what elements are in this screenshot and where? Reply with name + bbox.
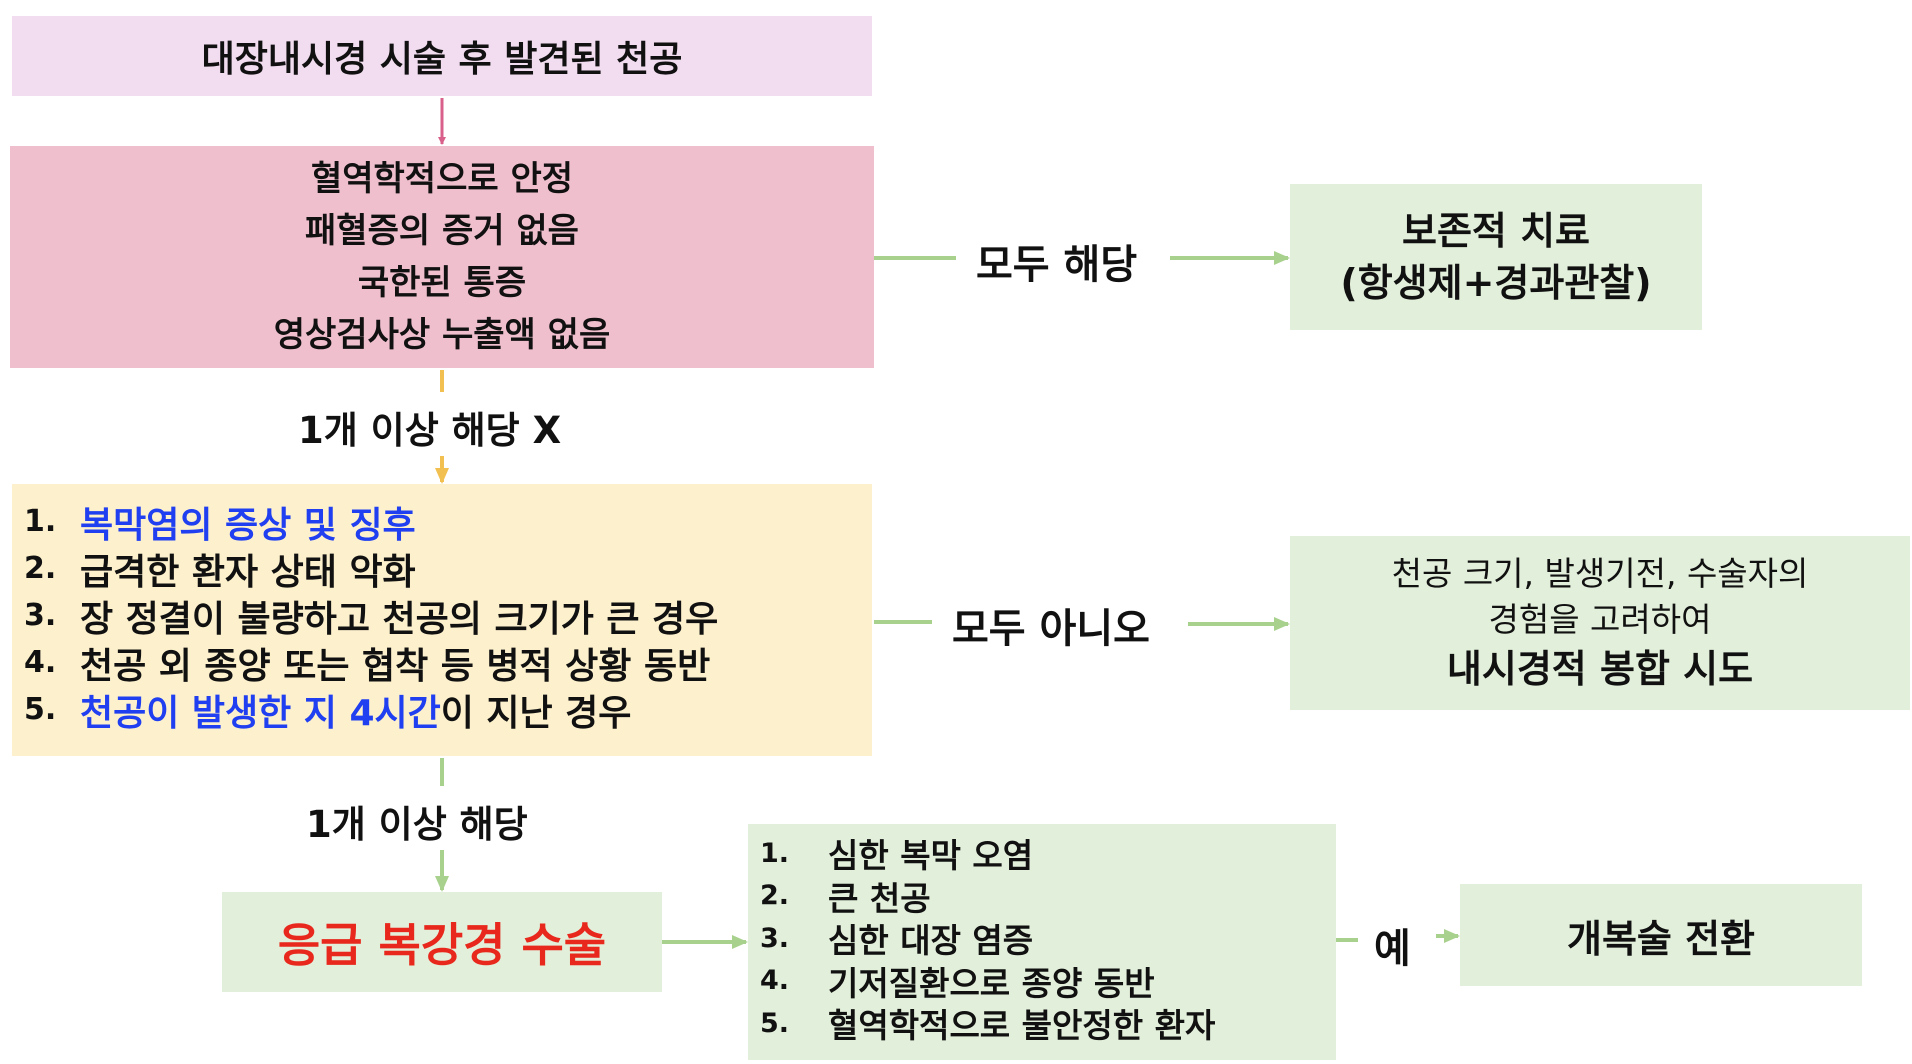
criteria-item: 3. 장 정결이 불량하고 천공의 크기가 큰 경우 [24,592,872,640]
conservative-detail: (항생제+경과관찰) [1340,261,1652,305]
stability-line: 국한된 통증 [357,263,527,303]
emergency-surgery-box: 응급 복강경 수술 [222,892,662,992]
conversion-conditions-box: 1. 심한 복막 오염 2. 큰 천공 3. 심한 대장 염증 4. 기저질환으… [748,824,1336,1060]
open-surgery-text: 개복술 전환 [1566,916,1756,961]
condition-text: 심한 복막 오염 [828,836,1034,876]
stability-criteria-box: 혈역학적으로 안정 패혈증의 증거 없음 국한된 통증 영상검사상 누출액 없음 [10,146,874,368]
criteria-text-highlight: 천공이 발생한 지 4시간 [80,692,441,734]
condition-number: 1. [760,837,790,869]
criteria-item: 2. 급격한 환자 상태 악화 [24,545,872,593]
endoscopic-line: 천공 크기, 발생기전, 수술자의 [1391,554,1809,593]
condition-item: 5. 혈역학적으로 불안정한 환자 [760,1002,1336,1045]
stability-line: 패혈증의 증거 없음 [305,211,579,251]
endoscopic-action: 내시경적 봉합 시도 [1446,647,1754,691]
condition-text: 큰 천공 [828,878,931,918]
conservative-title: 보존적 치료 [1401,209,1591,253]
criteria-item: 1. 복막염의 증상 및 징후 [24,498,872,546]
label-none: 모두 아니오 [952,606,1150,652]
endoscopic-closure-box: 천공 크기, 발생기전, 수술자의 경험을 고려하여 내시경적 봉합 시도 [1290,536,1910,710]
condition-text: 혈역학적으로 불안정한 환자 [828,1006,1216,1046]
criteria-item: 4. 천공 외 종양 또는 협착 등 병적 상황 동반 [24,639,872,687]
condition-text: 심한 대장 염증 [828,921,1034,961]
start-text: 대장내시경 시술 후 발견된 천공 [201,39,683,80]
endoscopic-line: 경험을 고려하여 [1488,600,1712,639]
condition-number: 3. [760,922,790,954]
condition-item: 2. 큰 천공 [760,875,1336,918]
label-one-or-more: 1개 이상 해당 [306,803,528,846]
stability-line: 영상검사상 누출액 없음 [273,315,611,355]
criteria-text: 급격한 환자 상태 악화 [80,551,416,593]
emergency-surgery-text: 응급 복강경 수술 [277,918,607,972]
open-surgery-box: 개복술 전환 [1460,884,1862,986]
surgery-criteria-box: 1. 복막염의 증상 및 징후 2. 급격한 환자 상태 악화 3. 장 정결이… [12,484,872,756]
start-box: 대장내시경 시술 후 발견된 천공 [12,16,872,96]
label-all-apply: 모두 해당 [976,242,1138,288]
condition-number: 2. [760,880,790,912]
condition-number: 5. [760,1007,790,1039]
criteria-text: 복막염의 증상 및 징후 [80,504,416,546]
criteria-text: 이 지난 경우 [440,692,632,734]
stability-line: 혈역학적으로 안정 [310,159,574,199]
condition-number: 4. [760,965,790,997]
criteria-number: 4. [24,645,57,680]
condition-item: 3. 심한 대장 염증 [760,917,1336,960]
condition-text: 기저질환으로 종양 동반 [828,963,1155,1003]
label-yes: 예 [1374,926,1411,972]
condition-item: 4. 기저질환으로 종양 동반 [760,960,1336,1003]
criteria-text: 장 정결이 불량하고 천공의 크기가 큰 경우 [80,598,719,640]
criteria-number: 2. [24,551,57,586]
criteria-number: 3. [24,598,57,633]
criteria-number: 5. [24,692,57,727]
conservative-treatment-box: 보존적 치료 (항생제+경과관찰) [1290,184,1702,330]
condition-item: 1. 심한 복막 오염 [760,832,1336,875]
label-one-or-more-not: 1개 이상 해당 X [298,409,562,452]
criteria-text: 천공 외 종양 또는 협착 등 병적 상황 동반 [80,645,711,687]
criteria-number: 1. [24,504,57,539]
